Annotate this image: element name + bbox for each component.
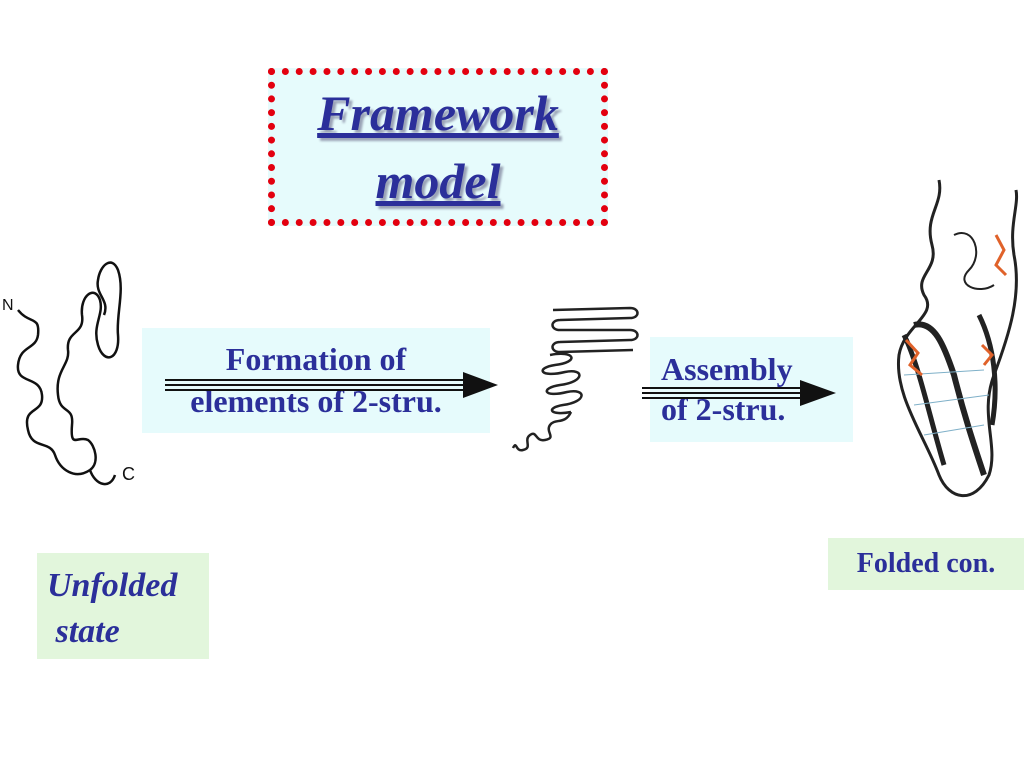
assembly-step-label: Assembly of 2-stru. — [650, 337, 853, 442]
n-terminus-label: N — [2, 297, 14, 314]
folded-protein-illustration — [896, 179, 1019, 498]
unfolded-state-label: Unfolded state — [37, 553, 209, 659]
folded-conformation-label: Folded con. — [828, 538, 1024, 590]
formation-step-label: Formation of elements of 2-stru. — [142, 328, 490, 433]
assembly-line-2: of 2-stru. — [661, 391, 786, 427]
title-line-2: model — [375, 153, 501, 209]
secondary-structure-illustration — [511, 306, 639, 452]
unfolded-line-1: Unfolded — [47, 567, 178, 604]
title-line-1: Framework — [317, 85, 559, 141]
formation-line-1: Formation of — [225, 341, 407, 377]
unfolded-chain-illustration: N C — [2, 261, 135, 486]
assembly-line-1: Assembly — [661, 351, 793, 387]
title-box: Framework model — [268, 68, 608, 226]
formation-line-2: elements of 2-stru. — [190, 383, 442, 419]
unfolded-line-2: state — [47, 613, 120, 650]
c-terminus-label: C — [122, 464, 135, 484]
